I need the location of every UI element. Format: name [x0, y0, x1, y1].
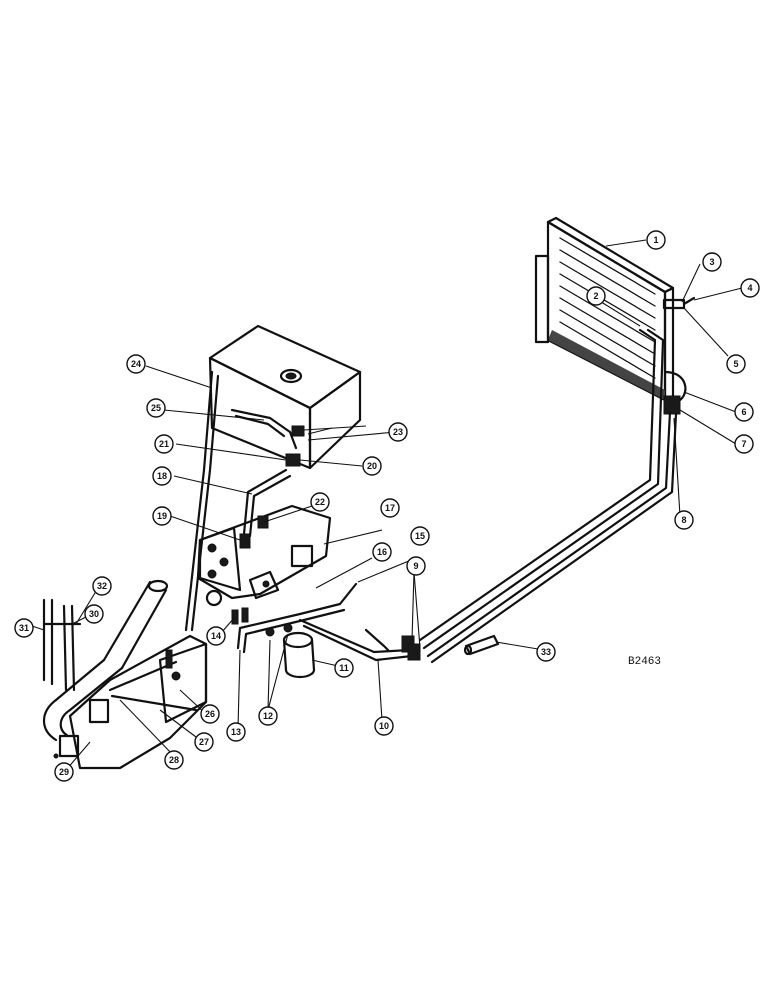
callout-18: 18	[152, 466, 172, 486]
callout-29: 29	[54, 762, 74, 782]
callout-23: 23	[388, 422, 408, 442]
hydraulic-pump	[196, 468, 332, 607]
hydraulic-tank	[184, 324, 362, 632]
callout-16: 16	[372, 542, 392, 562]
drawing-code: B2463	[628, 656, 661, 668]
svg-text:21: 21	[159, 439, 169, 449]
svg-text:16: 16	[377, 547, 387, 557]
svg-text:5: 5	[733, 359, 738, 369]
callout-10: 10	[374, 716, 394, 736]
svg-text:25: 25	[151, 403, 161, 413]
callout-14: 14	[206, 626, 226, 646]
callout-22: 22	[310, 492, 330, 512]
filter-and-lines	[231, 582, 421, 679]
svg-text:27: 27	[199, 737, 209, 747]
svg-text:7: 7	[741, 439, 746, 449]
callout-21: 21	[154, 434, 174, 454]
callout-30: 30	[84, 604, 104, 624]
callout-7: 7	[734, 434, 754, 454]
callout-17: 17	[380, 498, 400, 518]
control-valve	[42, 579, 208, 770]
callout-9: 9	[406, 556, 426, 576]
svg-text:15: 15	[415, 531, 425, 541]
callout-28: 28	[164, 750, 184, 770]
callout-26: 26	[200, 704, 220, 724]
callout-4: 4	[740, 278, 760, 298]
callout-6: 6	[734, 402, 754, 422]
svg-text:12: 12	[263, 711, 273, 721]
callout-8: 8	[674, 510, 694, 530]
callout-13: 13	[226, 722, 246, 742]
svg-text:2: 2	[593, 291, 598, 301]
callout-33: 33	[536, 642, 556, 662]
callout-1: 1	[646, 230, 666, 250]
svg-text:1: 1	[653, 235, 658, 245]
callout-19: 19	[152, 506, 172, 526]
callout-24: 24	[126, 354, 146, 374]
callout-25: 25	[146, 398, 166, 418]
callout-5: 5	[726, 354, 746, 374]
svg-text:14: 14	[211, 631, 221, 641]
svg-text:6: 6	[741, 407, 746, 417]
callout-32: 32	[92, 576, 112, 596]
svg-text:8: 8	[681, 515, 686, 525]
oil-cooler	[534, 216, 696, 415]
svg-text:9: 9	[413, 561, 418, 571]
callout-3: 3	[702, 252, 722, 272]
cooler-lines	[418, 328, 678, 664]
callout-15: 15	[410, 526, 430, 546]
leader-lines	[31, 239, 743, 771]
svg-text:33: 33	[541, 647, 551, 657]
svg-text:29: 29	[59, 767, 69, 777]
spare-tube	[463, 634, 500, 656]
callout-31: 31	[14, 618, 34, 638]
callout-11: 11	[334, 658, 354, 678]
callout-20: 20	[362, 456, 382, 476]
svg-text:28: 28	[169, 755, 179, 765]
svg-text:3: 3	[709, 257, 714, 267]
svg-text:22: 22	[315, 497, 325, 507]
svg-text:10: 10	[379, 721, 389, 731]
svg-text:11: 11	[339, 663, 349, 673]
svg-text:30: 30	[89, 609, 99, 619]
callout-12: 12	[258, 706, 278, 726]
svg-text:32: 32	[97, 581, 107, 591]
svg-text:13: 13	[231, 727, 241, 737]
callout-27: 27	[194, 732, 214, 752]
svg-text:20: 20	[367, 461, 377, 471]
svg-text:18: 18	[157, 471, 167, 481]
svg-text:31: 31	[19, 623, 29, 633]
callout-2: 2	[586, 286, 606, 306]
svg-text:23: 23	[393, 427, 403, 437]
svg-text:24: 24	[131, 359, 141, 369]
svg-text:19: 19	[157, 511, 167, 521]
svg-text:26: 26	[205, 709, 215, 719]
svg-text:17: 17	[385, 503, 395, 513]
svg-text:4: 4	[747, 283, 752, 293]
